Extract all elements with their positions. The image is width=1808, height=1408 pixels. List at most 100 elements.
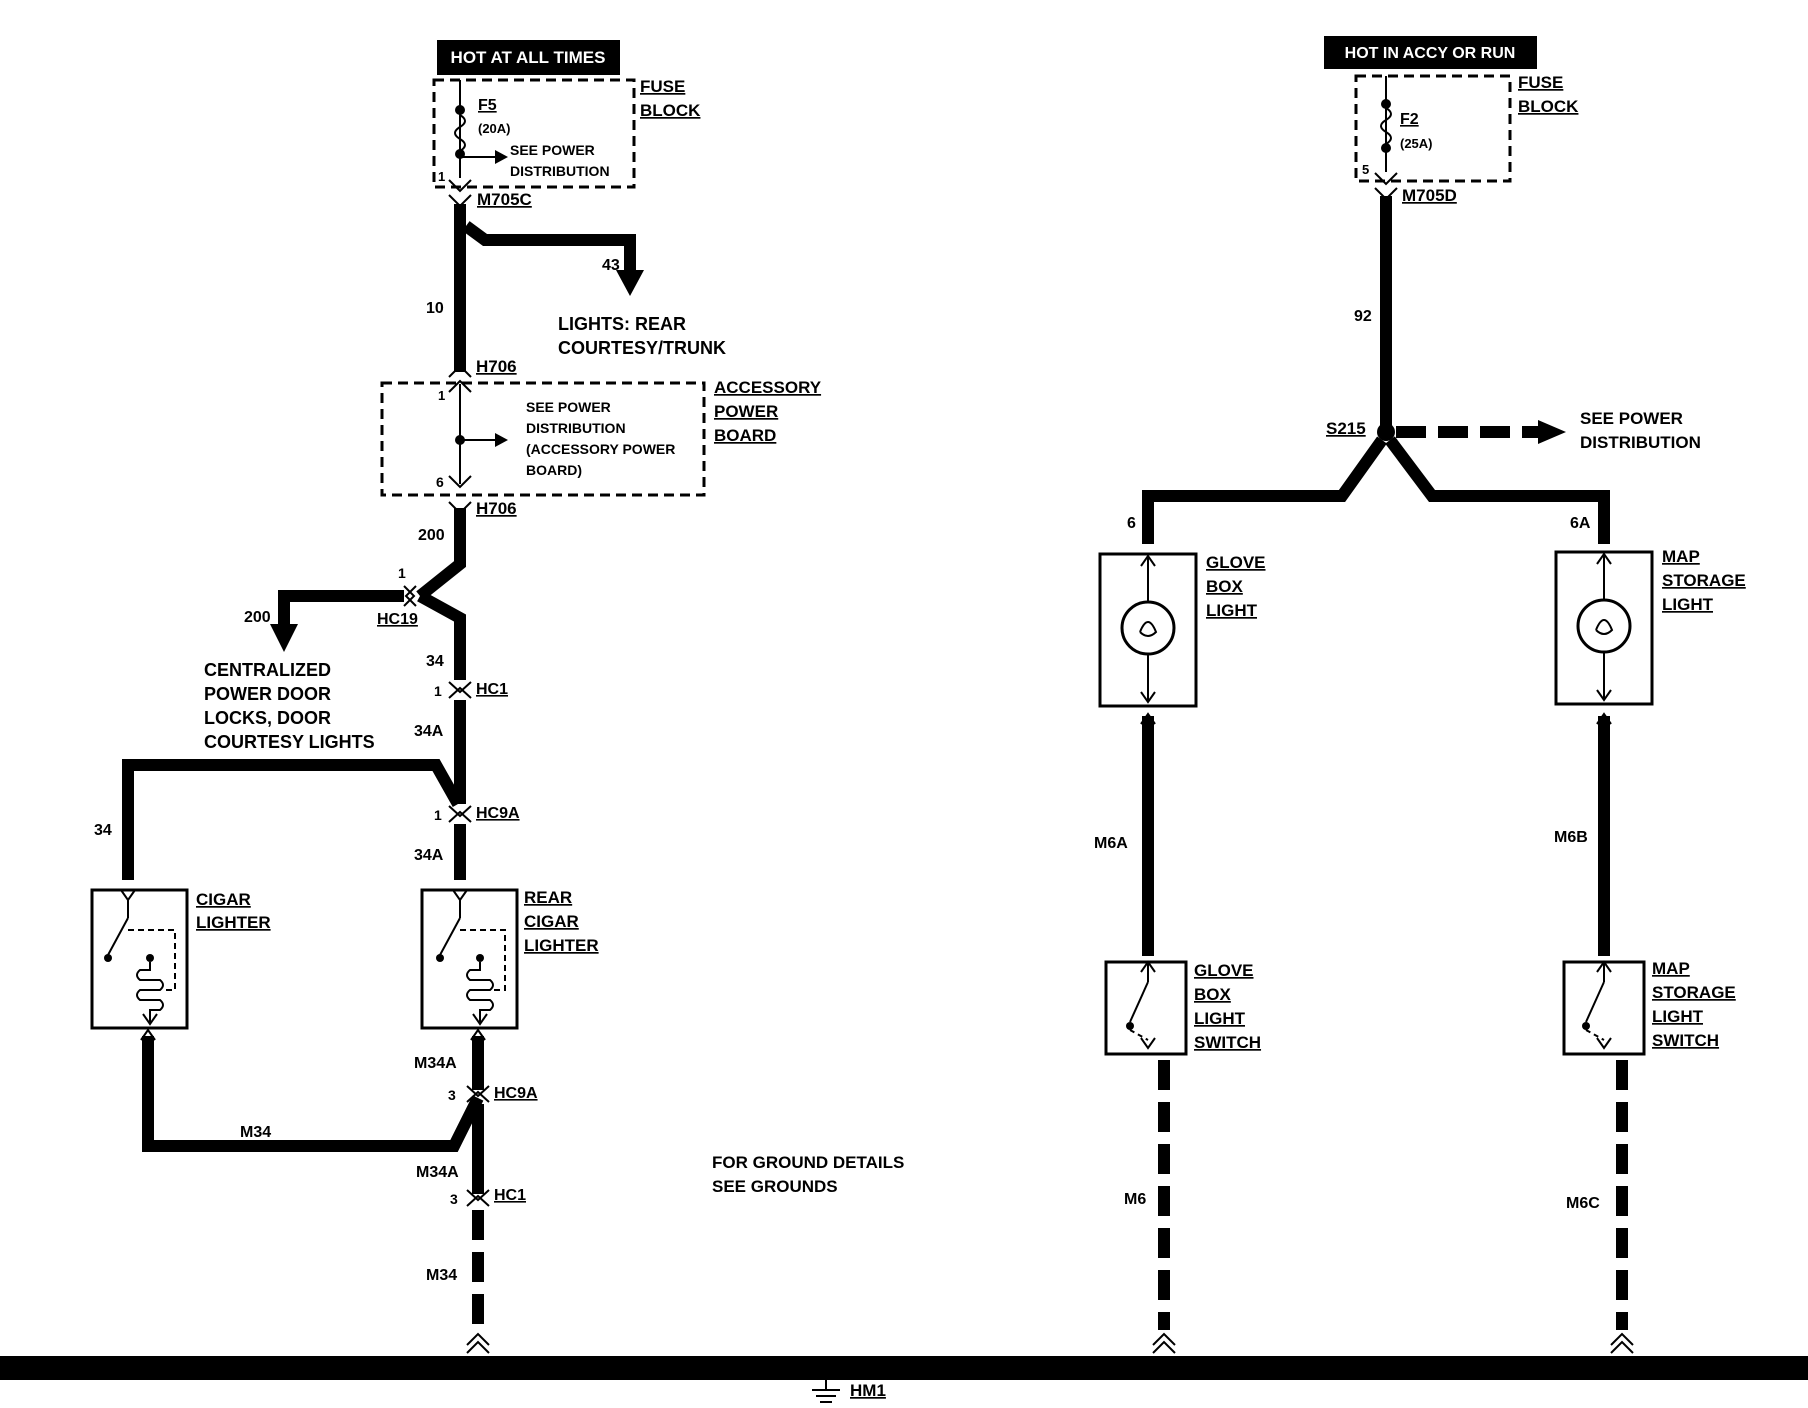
door-label-line4: COURTESY LIGHTS bbox=[204, 732, 375, 752]
apb-note-line4: BOARD) bbox=[526, 462, 582, 478]
glove-switch-label-line1: GLOVE bbox=[1194, 961, 1254, 980]
circuit-m6c-label: M6C bbox=[1566, 1195, 1600, 1212]
map-switch-bottom-chevron bbox=[1596, 1037, 1612, 1050]
accessory-power-board-box bbox=[380, 381, 706, 497]
conn-hc9a-a: HC9A bbox=[476, 805, 520, 822]
conn-h706-bottom: H706 bbox=[476, 499, 517, 518]
glove-switch-blade bbox=[1129, 981, 1149, 1023]
map-switch-label-line1: MAP bbox=[1652, 959, 1690, 978]
map-light-top-chevron bbox=[1596, 552, 1612, 565]
hc9a-pin-b: 3 bbox=[448, 1087, 456, 1103]
hc1-b-chevron-top bbox=[466, 1189, 490, 1202]
hc9a-b-chevron-top bbox=[466, 1085, 490, 1098]
fuse-f2-pin: 5 bbox=[1362, 162, 1369, 177]
circuit-34-label-b: 34 bbox=[94, 822, 112, 839]
fuse-f5-pin: 1 bbox=[438, 169, 445, 184]
circuit-6a-label: 6A bbox=[1570, 515, 1591, 532]
apb-note-line2: DISTRIBUTION bbox=[526, 420, 626, 436]
glove-switch-bottom-chevron bbox=[1140, 1037, 1156, 1050]
conn-hc9a-b: HC9A bbox=[494, 1085, 538, 1102]
map-switch-link bbox=[1585, 1029, 1605, 1041]
circuit-6-label: 6 bbox=[1127, 515, 1136, 532]
conn-hc1-a: HC1 bbox=[476, 681, 508, 698]
cigar-lighter-contact-b bbox=[146, 954, 154, 962]
hc9a-b-chevron-bottom bbox=[466, 1090, 490, 1103]
cigar-lighter-bottom-chevron bbox=[142, 1013, 158, 1026]
circuit-m34a-label-b: M34A bbox=[416, 1164, 459, 1181]
ground-ref-hm1: HM1 bbox=[850, 1381, 886, 1400]
door-label-line3: LOCKS, DOOR bbox=[204, 708, 331, 728]
circuit-34a-label-b: 34A bbox=[414, 847, 444, 864]
apb-top-chevron bbox=[448, 379, 472, 393]
glove-switch-box bbox=[1104, 960, 1188, 1056]
glove-light-top-chevron bbox=[1140, 554, 1156, 567]
h706-top-chevron bbox=[448, 364, 472, 378]
cigar-lighter-label-line1: CIGAR bbox=[196, 890, 251, 909]
m6-ground-chevron-a bbox=[1152, 1332, 1176, 1346]
fuse-block-label-line2: BLOCK bbox=[640, 101, 701, 120]
hc9a-chevron-top bbox=[448, 805, 472, 818]
conn-h706-top: H706 bbox=[476, 357, 517, 376]
circuit-m34a-label-a: M34A bbox=[414, 1055, 457, 1072]
ground-bus bbox=[0, 1356, 1808, 1380]
fuse-f5-symbol bbox=[454, 114, 466, 152]
map-switch-blade bbox=[1585, 981, 1605, 1023]
cigar-lighter-link bbox=[128, 929, 176, 991]
hc19-chevron-a bbox=[403, 585, 416, 607]
fuse-f2-node-top bbox=[1381, 99, 1391, 109]
hc1-pin-b: 3 bbox=[450, 1191, 458, 1207]
hc1-chevron-bottom bbox=[448, 686, 472, 699]
left-ground-chevron-a bbox=[466, 1332, 490, 1346]
hc9a-pin-a: 1 bbox=[434, 807, 442, 823]
wire-circuit-200-door bbox=[278, 590, 404, 628]
circuit-200-label-a: 200 bbox=[418, 527, 445, 544]
trunk-arrow bbox=[616, 270, 644, 296]
glove-switch-top-chevron bbox=[1140, 960, 1156, 973]
wire-circuit-43 bbox=[462, 221, 636, 272]
apb-pin-bottom: 6 bbox=[436, 474, 444, 490]
circuit-m34-label-b: M34 bbox=[426, 1267, 457, 1284]
rear-cigar-return-chevron bbox=[470, 1028, 486, 1041]
fuse-f5-node-top bbox=[455, 105, 465, 115]
rear-cigar-bottom-chevron bbox=[472, 1013, 488, 1026]
m6b-top-chevron bbox=[1596, 712, 1612, 725]
glove-light-filament bbox=[1139, 621, 1158, 637]
wire-circuit-34-cigar bbox=[122, 759, 464, 880]
rear-cigar-link bbox=[460, 929, 506, 991]
hc1-pin-a: 1 bbox=[434, 683, 442, 699]
rear-cigar-contact-b bbox=[476, 954, 484, 962]
rear-cigar-label-line1: REAR bbox=[524, 888, 572, 907]
hot-in-accy-or-run-header: HOT IN ACCY OR RUN bbox=[1345, 45, 1516, 62]
conn-m705d: M705D bbox=[1402, 186, 1457, 205]
apb-label-line2: POWER bbox=[714, 402, 778, 421]
m6-ground-chevron-b bbox=[1152, 1340, 1176, 1354]
glove-light-bulb bbox=[1120, 600, 1176, 656]
fuse-f2-connector-chevron bbox=[1374, 172, 1398, 186]
fuse-f2-symbol bbox=[1380, 107, 1392, 145]
hot-at-all-times-header: HOT AT ALL TIMES bbox=[451, 48, 606, 67]
map-switch-label-line4: SWITCH bbox=[1652, 1031, 1719, 1050]
door-label-line2: POWER DOOR bbox=[204, 684, 331, 704]
hc19-chevron-b bbox=[404, 585, 417, 607]
circuit-200-label-b: 200 bbox=[244, 609, 271, 626]
fuse-block-f5-box bbox=[432, 78, 636, 189]
hc1-b-chevron-bottom bbox=[466, 1194, 490, 1207]
fuse-f5-note-line1: SEE POWER bbox=[510, 142, 595, 158]
map-switch-top-chevron bbox=[1596, 960, 1612, 973]
rear-cigar-contact bbox=[436, 954, 444, 962]
rear-cigar-label-line3: LIGHTER bbox=[524, 936, 599, 955]
glove-switch-contact bbox=[1126, 1022, 1134, 1030]
splice-s215 bbox=[1377, 423, 1395, 441]
circuit-34-label-a: 34 bbox=[426, 653, 444, 670]
apb-label-line1: ACCESSORY bbox=[714, 378, 822, 397]
apb-note-line1: SEE POWER bbox=[526, 399, 611, 415]
fuse-block-label-line1: FUSE bbox=[640, 77, 685, 96]
map-switch-contact bbox=[1582, 1022, 1590, 1030]
glove-light-label-line1: GLOVE bbox=[1206, 553, 1266, 572]
fuse-f5-branch-arrow bbox=[495, 150, 508, 164]
wire-circuit-6a bbox=[1385, 436, 1610, 544]
map-switch-label-line2: STORAGE bbox=[1652, 983, 1736, 1002]
m6a-top-chevron bbox=[1140, 712, 1156, 725]
circuit-m34-label-a: M34 bbox=[240, 1124, 271, 1141]
